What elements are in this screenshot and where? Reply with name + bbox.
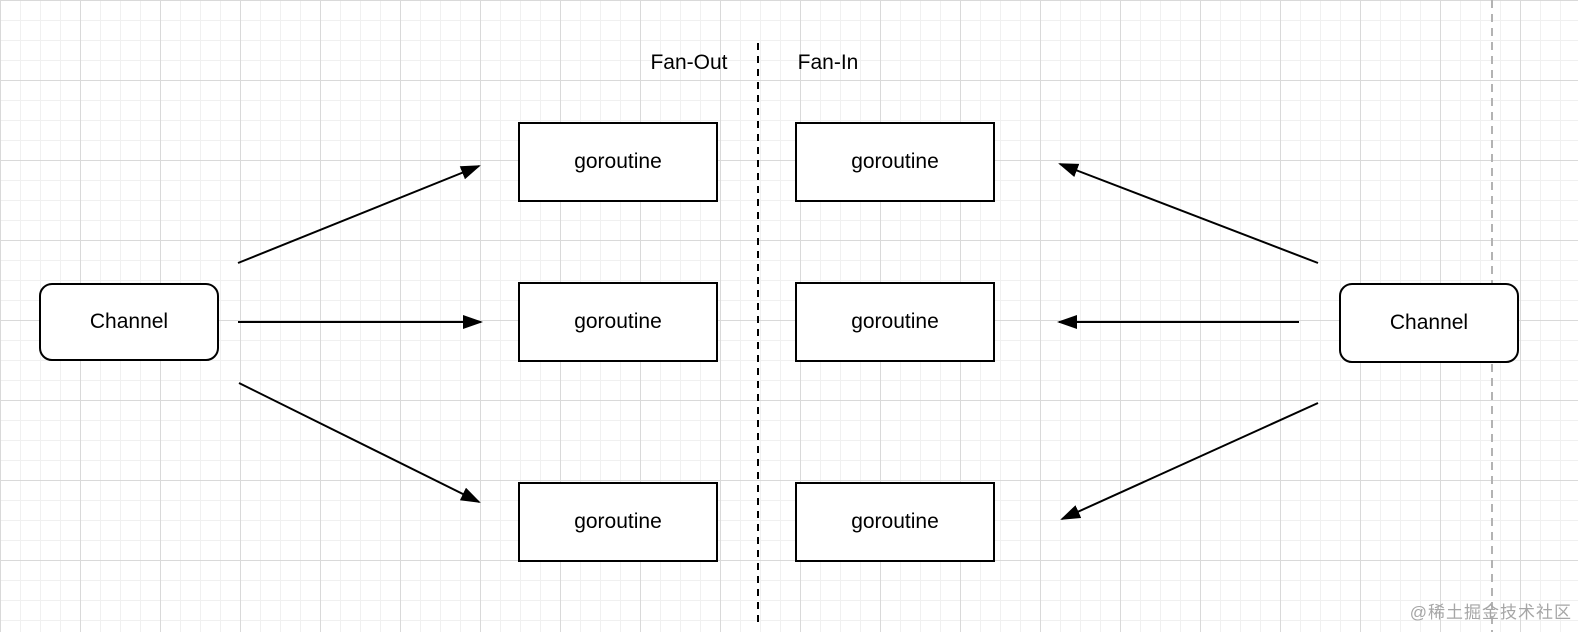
fan-out-label: Fan-Out bbox=[650, 51, 728, 74]
fan-in-goroutine-node-1: goroutine bbox=[795, 122, 995, 202]
fan-out-goroutine-node-3: goroutine bbox=[518, 482, 718, 562]
fan-out-arrow-1 bbox=[237, 165, 481, 264]
fan-in-arrow-3 bbox=[1060, 402, 1319, 520]
watermark: @稀土掘金技术社区 bbox=[1409, 603, 1572, 622]
left-channel-node: Channel bbox=[39, 283, 219, 361]
fan-out-arrow-3 bbox=[238, 382, 481, 503]
fan-out-goroutine-node-2: goroutine bbox=[518, 282, 718, 362]
fan-in-label: Fan-In bbox=[797, 51, 859, 74]
fan-in-arrow-1 bbox=[1058, 163, 1319, 264]
fan-in-goroutine-node-2: goroutine bbox=[795, 282, 995, 362]
fan-in-goroutine-node-3: goroutine bbox=[795, 482, 995, 562]
right-channel-node: Channel bbox=[1339, 283, 1519, 363]
fan-out-goroutine-node-1: goroutine bbox=[518, 122, 718, 202]
